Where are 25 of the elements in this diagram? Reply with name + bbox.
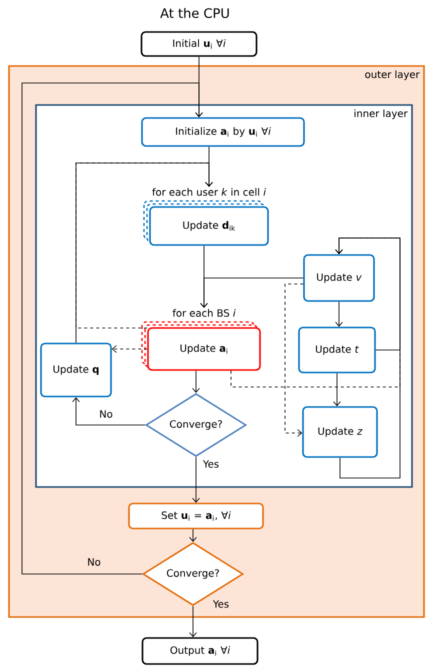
node-label: for each BS i xyxy=(172,309,236,317)
dashed-arrow xyxy=(284,284,304,437)
arrow xyxy=(189,528,197,542)
process-box: Update q xyxy=(40,342,112,398)
arrow xyxy=(333,372,341,406)
terminal-box: Output a$_{i}$ ∀i xyxy=(142,637,258,665)
title: At the CPU xyxy=(160,8,229,18)
dashed-arrow xyxy=(112,345,148,353)
arrow xyxy=(192,370,200,393)
arrow xyxy=(335,301,343,327)
arrow xyxy=(22,82,203,574)
dashed-arrow xyxy=(230,238,400,388)
process-box: Update v xyxy=(303,254,375,302)
process-box: Update t xyxy=(298,326,376,374)
stacked-box: for each BS i Update a$_{i}$ xyxy=(141,309,261,371)
node-label: for each user k in cell i xyxy=(152,188,266,196)
arrow xyxy=(192,456,200,503)
stacked-box: for each user k in cell i Update d$_{ik}$ xyxy=(143,188,269,246)
arrow xyxy=(189,606,197,638)
arrow xyxy=(72,397,146,426)
terminal-box: Initial u$_{i}$ ∀i xyxy=(140,31,258,57)
process-box: Update z xyxy=(302,406,378,458)
process-box: Initialize a$_{i}$ by u$_{i}$ ∀i xyxy=(141,117,305,147)
arrow xyxy=(200,278,304,308)
process-box: Set u$_{i}$ = a$_{i}$, ∀i xyxy=(128,502,264,530)
